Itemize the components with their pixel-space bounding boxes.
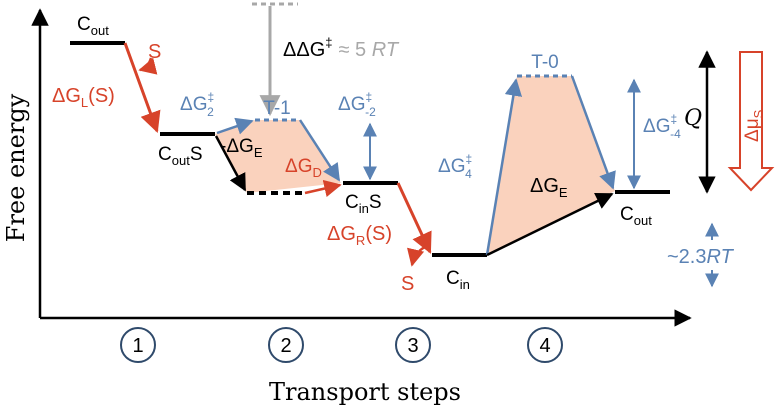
label-c-out-start: Cout [77, 14, 109, 38]
label-c-out-s: CoutS [158, 144, 203, 168]
label-s-out: S [401, 273, 414, 295]
step-3-circle [395, 327, 431, 363]
label-s-in: S [148, 41, 161, 63]
arrow-t1-down [298, 119, 341, 182]
step-2-label: 2 [280, 335, 291, 357]
chemical-potential-arrow [727, 51, 775, 192]
label-dg-d: ΔGD [285, 156, 322, 180]
step-4-circle [527, 327, 563, 363]
label-dg-l: ΔGL(S) [52, 85, 115, 110]
arrow-s-in [138, 57, 158, 75]
axes [31, 8, 692, 327]
step-3-label: 3 [407, 335, 418, 357]
barrier-2-fill [215, 120, 341, 193]
label-dg-m2: ΔG‡-2 [338, 90, 376, 119]
label-dg4: ΔG‡4 [438, 152, 472, 181]
label-c-in: Cin [446, 268, 470, 292]
barrier-4-fill [487, 76, 615, 255]
arrow-to-t0 [485, 78, 523, 256]
label-dg-m4: ΔG‡-4 [643, 112, 681, 141]
label-q: Q [684, 106, 702, 131]
step-1-label: 1 [132, 335, 143, 357]
energy-levels [70, 41, 670, 257]
label-dg2: ΔG‡2 [180, 90, 214, 119]
arrow-neg-dge [214, 135, 247, 192]
step-1-circle [120, 327, 156, 363]
label-t1: T-1 [263, 98, 290, 119]
label-c-in-s: CinS [345, 192, 382, 216]
label-dg-e: ΔGE [530, 175, 568, 200]
arrow-binding [123, 42, 161, 133]
arrow-to-t1 [216, 117, 254, 135]
label-neg-dg-e: -ΔGE [220, 136, 263, 160]
x-axis-label: Transport steps [269, 378, 461, 406]
arrow-dgd [304, 179, 342, 198]
arrow-release [396, 182, 432, 254]
label-dmu: ΔμS [742, 109, 766, 142]
label-dg-r: ΔGR(S) [327, 223, 392, 248]
label-rt-scale: ~2.3RT [667, 246, 735, 268]
step-2-circle [268, 327, 304, 363]
label-c-out-end: Cout [620, 204, 652, 228]
step-4-label: 4 [539, 335, 550, 357]
step-markers: 1 2 3 4 [120, 327, 563, 363]
arrow-t0-down [570, 75, 616, 190]
arrow-s-out [407, 245, 426, 267]
label-t0: T-0 [531, 52, 558, 73]
label-ddg: ΔΔG‡≈ 5 RT [283, 35, 400, 61]
y-axis-label: Free energy [2, 93, 30, 242]
arrow-dge [486, 192, 614, 257]
